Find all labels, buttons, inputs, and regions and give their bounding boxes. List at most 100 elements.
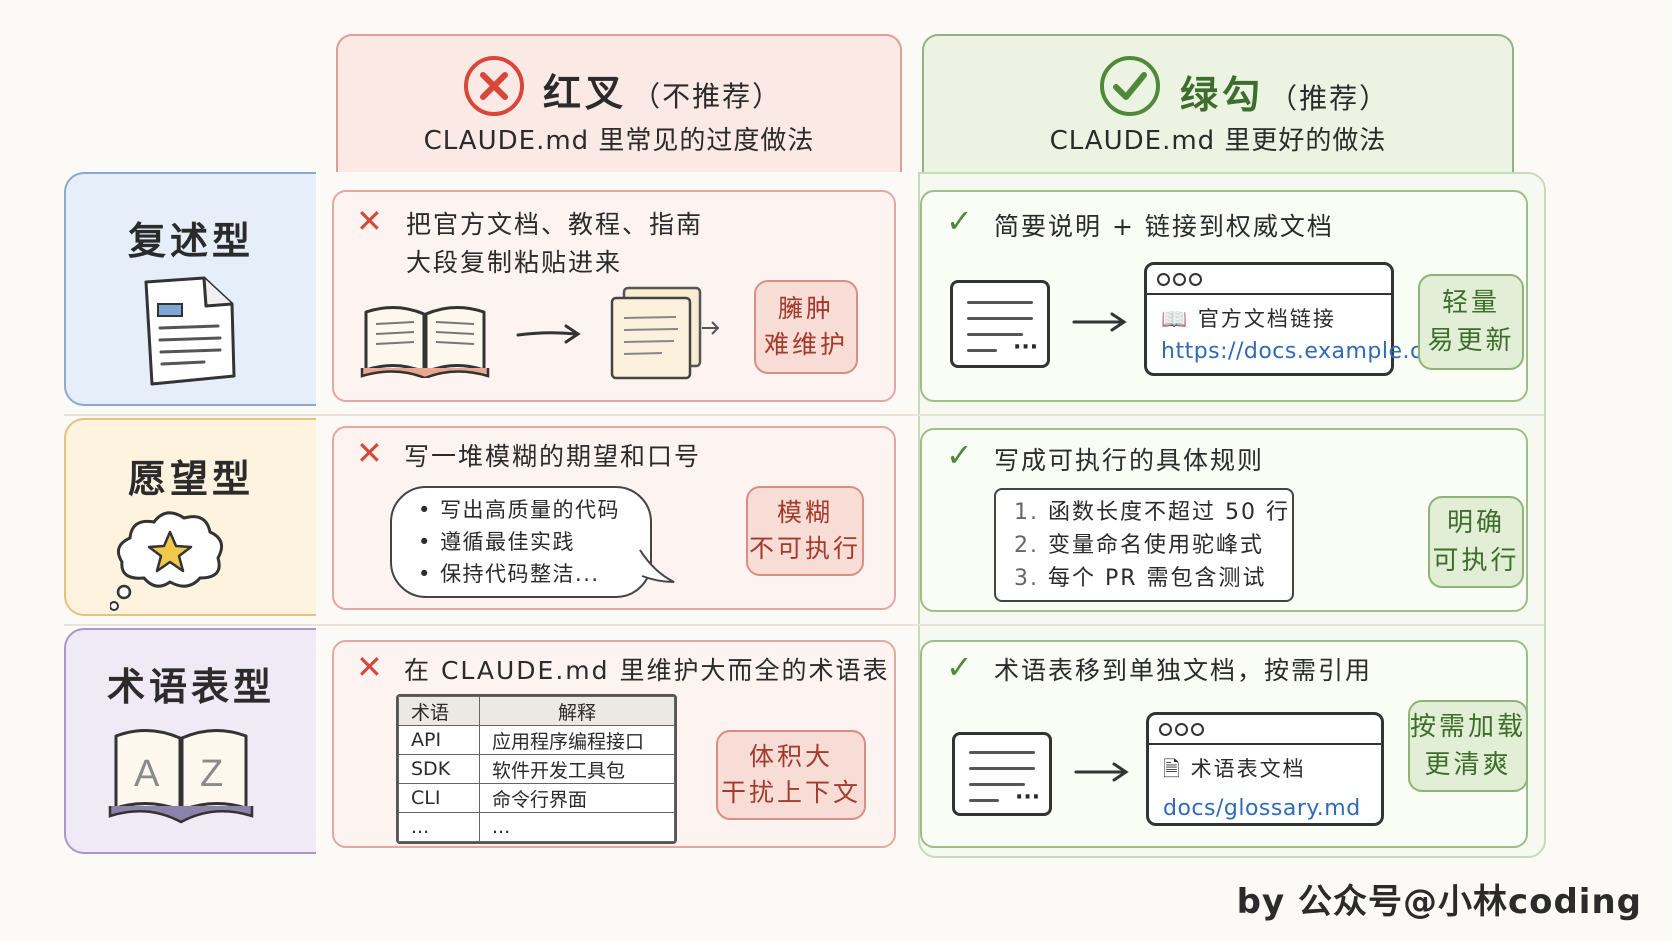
book-icon: 📖 xyxy=(1161,307,1190,331)
bullet-text: 写出高质量的代码 xyxy=(440,498,621,522)
summary-note-icon: ··· xyxy=(952,732,1052,816)
glossary-good-panel: ✓ 术语表移到单独文档，按需引用 ··· 🗎 术语表文档 docs/glossa… xyxy=(920,640,1528,848)
wishful-bad-panel: ✕ 写一堆模糊的期望和口号 • 写出高质量的代码 • 遵循最佳实践 • 保持代码… xyxy=(332,426,896,610)
term-cell: API xyxy=(398,725,480,755)
browser-label: 术语表文档 xyxy=(1190,757,1306,781)
table-row: ...... xyxy=(398,812,675,842)
open-book-icon xyxy=(360,306,490,378)
row-divider xyxy=(64,624,1544,626)
browser-label-row: 📖 官方文档链接 xyxy=(1147,295,1391,333)
glossary-book-icon: A Z xyxy=(108,728,254,824)
category-title: 愿望型 xyxy=(127,457,254,501)
letter-z: Z xyxy=(200,753,223,795)
header-recommended: 绿勾 （推荐） CLAUDE.md 里更好的做法 xyxy=(922,34,1514,172)
restate-bad-badge: 臃肿 难维护 xyxy=(754,280,858,374)
arrow-right-icon xyxy=(1072,312,1127,332)
table-header: 解释 xyxy=(479,696,675,726)
check-mark-icon: ✓ xyxy=(946,202,973,240)
category-wishful: 愿望型 xyxy=(64,418,316,616)
definition-cell: ... xyxy=(479,812,675,842)
x-mark-icon: ✕ xyxy=(356,648,383,686)
badge-line: 模糊 xyxy=(776,498,833,527)
thought-bubble-star-icon xyxy=(110,511,224,611)
speech-bubble-tail xyxy=(636,549,675,583)
badge-line: 干扰上下文 xyxy=(720,778,861,807)
restate-good-panel: ✓ 简要说明 + 链接到权威文档 ··· 📖 官方文档链接 https://do… xyxy=(920,190,1528,402)
restate-bad-text-line2: 大段复制粘贴进来 xyxy=(406,248,623,277)
badge-line: 可执行 xyxy=(1432,546,1520,576)
bullet-text: 保持代码整洁... xyxy=(440,562,600,586)
check-mark-icon: ✓ xyxy=(946,648,973,686)
glossary-doc-browser[interactable]: 🗎 术语表文档 docs/glossary.md xyxy=(1146,712,1384,826)
rules-list: 1. 函数长度不超过 50 行 2. 变量命名使用驼峰式 3. 每个 PR 需包含测试 xyxy=(994,488,1294,602)
badge-line: 更清爽 xyxy=(1424,750,1512,780)
red-x-circle-icon xyxy=(464,56,524,116)
file-icon: 🗎 xyxy=(1163,757,1182,781)
rule-number: 2. xyxy=(1014,533,1039,558)
header-red-title: 红叉 xyxy=(543,71,628,115)
term-cell: ... xyxy=(398,812,480,842)
header-green-title: 绿勾 xyxy=(1180,73,1265,117)
browser-label-row: 🗎 术语表文档 xyxy=(1149,745,1381,790)
category-title: 术语表型 xyxy=(106,665,275,709)
wishful-bad-text: 写一堆模糊的期望和口号 xyxy=(404,442,702,471)
badge-line: 体积大 xyxy=(748,742,833,771)
glossary-good-badge: 按需加载 更清爽 xyxy=(1408,700,1528,792)
badge-line: 轻量 xyxy=(1441,288,1500,318)
term-cell: SDK xyxy=(398,754,480,784)
footer-attribution: by 公众号@小林coding xyxy=(1236,882,1642,922)
badge-line: 明确 xyxy=(1446,508,1505,538)
browser-label: 官方文档链接 xyxy=(1197,307,1336,331)
bullet-text: 遵循最佳实践 xyxy=(440,530,576,554)
glossary-bad-badge: 体积大 干扰上下文 xyxy=(716,730,866,820)
rule-text: 函数长度不超过 50 行 xyxy=(1048,500,1290,525)
term-cell: CLI xyxy=(398,783,480,813)
wishful-good-text: 写成可执行的具体规则 xyxy=(994,446,1265,475)
green-check-circle-icon xyxy=(1100,56,1160,116)
category-restate: 复述型 xyxy=(64,172,316,406)
wishful-bad-badge: 模糊 不可执行 xyxy=(746,486,864,576)
wishful-good-panel: ✓ 写成可执行的具体规则 1. 函数长度不超过 50 行 2. 变量命名使用驼峰式 … xyxy=(920,428,1528,612)
header-not-recommended: 红叉 （不推荐） CLAUDE.md 里常见的过度做法 xyxy=(336,34,902,172)
glossary-doc-link[interactable]: docs/glossary.md xyxy=(1163,796,1361,821)
glossary-good-text: 术语表移到单独文档，按需引用 xyxy=(994,656,1373,685)
badge-line: 易更新 xyxy=(1427,326,1515,356)
bullet-item: • 遵循最佳实践 xyxy=(418,530,576,554)
rule-number: 1. xyxy=(1014,500,1039,525)
restate-good-badge: 轻量 易更新 xyxy=(1418,274,1524,370)
table-header: 术语 xyxy=(398,696,480,726)
category-glossary: 术语表型 A Z xyxy=(64,628,316,854)
rule-number: 3. xyxy=(1014,566,1039,591)
category-title: 复述型 xyxy=(127,219,254,263)
badge-line: 难维护 xyxy=(763,330,848,359)
docs-link[interactable]: https://docs.example.com xyxy=(1161,339,1459,364)
bullet-item: • 保持代码整洁... xyxy=(418,562,600,586)
x-mark-icon: ✕ xyxy=(356,202,383,240)
check-mark-icon: ✓ xyxy=(946,436,973,474)
x-mark-icon: ✕ xyxy=(356,434,383,472)
badge-line: 不可执行 xyxy=(748,534,861,563)
browser-title-bar xyxy=(1149,715,1381,745)
speech-bubble: • 写出高质量的代码 • 遵循最佳实践 • 保持代码整洁... xyxy=(390,486,652,598)
header-green-paren: （推荐） xyxy=(1269,82,1390,115)
restate-good-text: 简要说明 + 链接到权威文档 xyxy=(994,212,1334,241)
header-green-subtitle: CLAUDE.md 里更好的做法 xyxy=(1049,126,1387,156)
restate-bad-panel: ✕ 把官方文档、教程、指南 大段复制粘贴进来 臃肿 难维护 xyxy=(332,190,896,402)
docs-link-browser[interactable]: 📖 官方文档链接 https://docs.example.com xyxy=(1144,262,1459,376)
copied-documents-icon xyxy=(610,286,720,380)
restate-bad-text-line1: 把官方文档、教程、指南 xyxy=(406,210,704,239)
definition-cell: 命令行界面 xyxy=(479,783,675,813)
rule-text: 每个 PR 需包含测试 xyxy=(1048,566,1267,591)
badge-line: 按需加载 xyxy=(1410,712,1527,742)
arrow-right-icon xyxy=(516,324,581,344)
definition-cell: 软件开发工具包 xyxy=(479,754,675,784)
header-red-paren: （不推荐） xyxy=(632,80,783,113)
glossary-bad-text: 在 CLAUDE.md 里维护大而全的术语表 xyxy=(404,656,890,685)
rule-item: 3. 每个 PR 需包含测试 xyxy=(1014,562,1292,595)
rule-text: 变量命名使用驼峰式 xyxy=(1048,533,1265,558)
